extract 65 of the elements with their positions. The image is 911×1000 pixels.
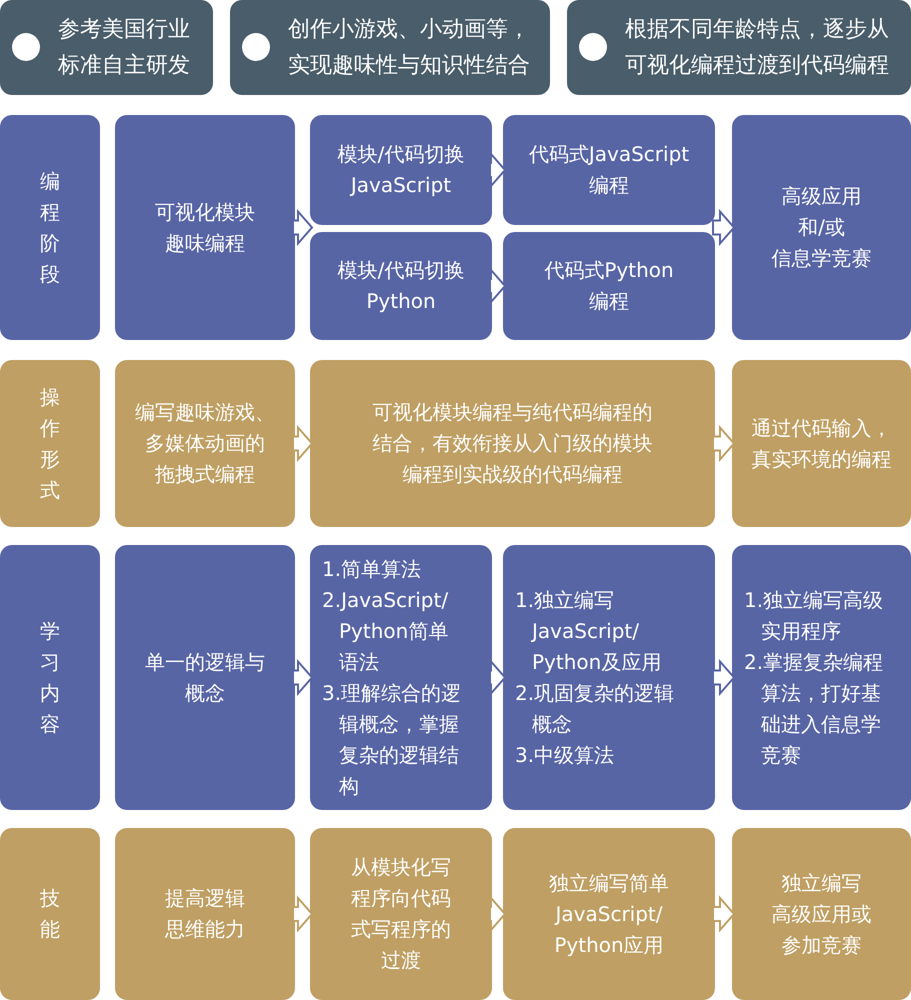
list-item: 3.理解综合的逻辑概念，掌握复杂的逻辑结构 xyxy=(322,680,462,800)
arrow xyxy=(489,151,506,189)
box-text: 代码式JavaScript编程 xyxy=(528,141,690,199)
arrow xyxy=(489,895,506,933)
stage-box xyxy=(732,360,911,527)
stage-box xyxy=(732,545,911,810)
stage-box xyxy=(503,115,715,225)
box-text: 创作小游戏、小动画等，实现趣味性与知识性结合 xyxy=(288,16,530,80)
box-text: 独立编写简单JavaScript/Python应用 xyxy=(549,870,669,958)
arrow xyxy=(489,267,506,305)
arrow xyxy=(292,424,314,462)
box-text: 提高逻辑思维能力 xyxy=(165,885,245,943)
box-text: 模块/代码切换Python xyxy=(338,257,464,315)
arrow xyxy=(712,424,736,462)
stage-box xyxy=(732,115,911,340)
arrow xyxy=(489,658,506,696)
feature-box xyxy=(567,0,911,95)
box-text: 从模块化写程序向代码式写程序的过渡 xyxy=(351,854,451,974)
stage-box xyxy=(310,828,492,1000)
arrow xyxy=(292,895,314,933)
box-text: 参考美国行业标准自主研发 xyxy=(58,16,190,80)
arrow xyxy=(712,895,736,933)
row-header-box xyxy=(0,828,100,1000)
list-item: 2.JavaScript/Python简单语法 xyxy=(322,586,448,676)
row-title: 编程阶段 xyxy=(40,168,60,288)
row-header-box xyxy=(0,545,100,810)
box-text: 通过代码输入，真实环境的编程 xyxy=(752,414,892,472)
box-text: 代码式Python编程 xyxy=(544,257,674,315)
stage-box xyxy=(732,828,911,1000)
list-item: 1.独立编写高级实用程序 xyxy=(744,586,884,644)
stage-box xyxy=(310,115,492,225)
stage-box xyxy=(115,360,295,527)
row-title: 学习内容 xyxy=(40,618,60,738)
box-text: 根据不同年龄特点，逐步从可视化编程过渡到代码编程 xyxy=(625,16,889,80)
box-text: 可视化模块编程与纯代码编程的结合，有效衔接从入门级的模块编程到实战级的代码编程 xyxy=(372,399,652,488)
feature-box xyxy=(0,0,213,95)
list-item: 2.巩固复杂的逻辑概念 xyxy=(515,680,674,738)
stage-box xyxy=(310,232,492,340)
arrow xyxy=(292,208,314,246)
row-title: 操作形式 xyxy=(40,384,60,504)
box-text: 模块/代码切换JavaScript xyxy=(338,141,464,199)
list-item: 3.中级算法 xyxy=(515,742,614,768)
box-text: 单一的逻辑与概念 xyxy=(145,648,265,706)
list-item: 2.掌握复杂编程算法，打好基础进入信息学竞赛 xyxy=(744,648,884,768)
box-text: 可视化模块趣味编程 xyxy=(155,198,255,256)
arrow xyxy=(292,658,314,696)
stage-box xyxy=(115,828,295,1000)
box-text: 编写趣味游戏、多媒体动画的拖拽式编程 xyxy=(135,399,275,488)
stage-box xyxy=(310,545,492,810)
arrow xyxy=(712,208,736,246)
stage-box xyxy=(503,545,715,810)
stage-box xyxy=(503,828,715,1000)
row-header-box xyxy=(0,115,100,340)
stage-box xyxy=(310,360,715,527)
row-header-box xyxy=(0,360,100,527)
stage-box xyxy=(115,115,295,340)
row-title: 技能 xyxy=(40,885,60,943)
stage-box xyxy=(503,232,715,340)
feature-box xyxy=(230,0,550,95)
list-item: 1.独立编写JavaScript/Python及应用 xyxy=(515,586,662,676)
arrow xyxy=(712,658,736,696)
list-item: 1.简单算法 xyxy=(322,556,422,582)
stage-box xyxy=(115,545,295,810)
box-text: 高级应用和/或信息学竞赛 xyxy=(772,183,872,272)
box-text: 独立编写高级应用或参加竞赛 xyxy=(772,870,872,958)
